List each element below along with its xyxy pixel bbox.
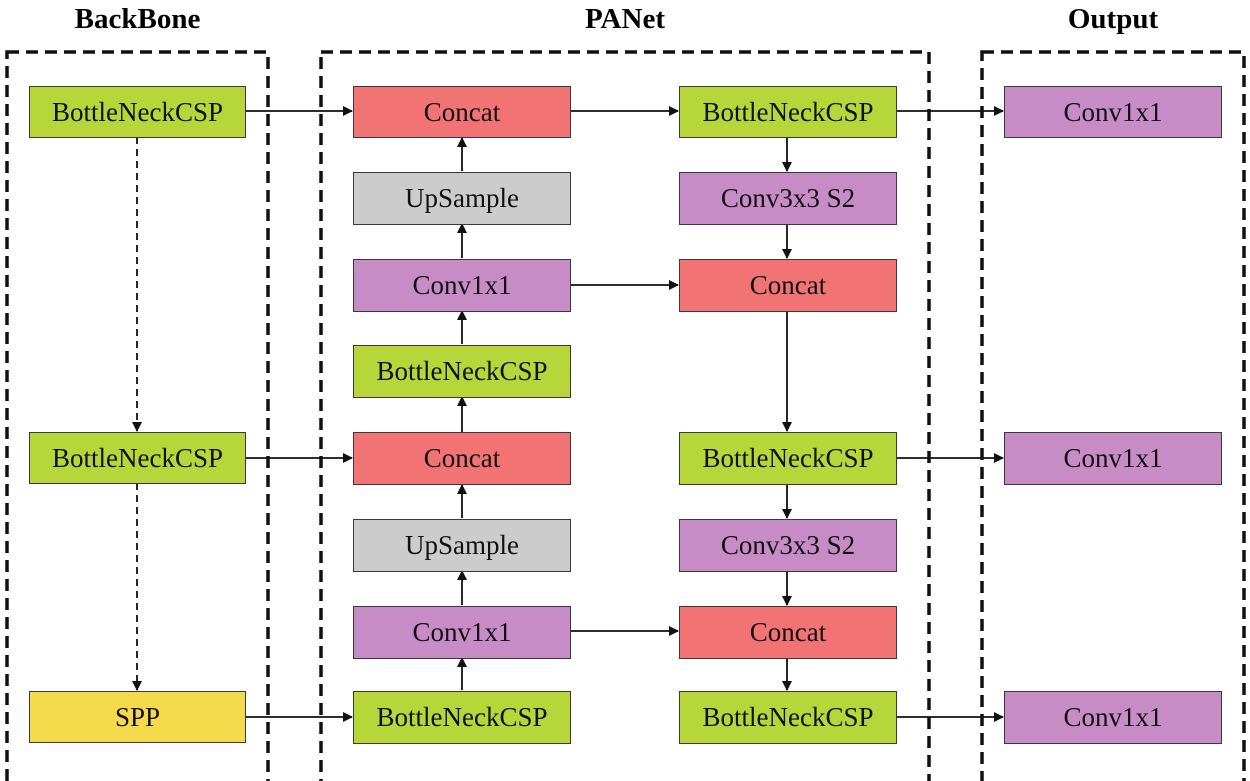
panet-bottleneckcsp-top-right: BottleNeckCSP: [679, 86, 897, 138]
panet-bottleneckcsp-bottom-right: BottleNeckCSP: [679, 691, 897, 744]
output-conv1x1-bottom: Conv1x1: [1004, 691, 1222, 744]
panet-upsample-top: UpSample: [353, 172, 571, 225]
panet-bottleneckcsp-bottom-left: BottleNeckCSP: [353, 691, 571, 744]
panet-bottleneckcsp-mid-left: BottleNeckCSP: [353, 345, 571, 398]
panet-conv1x1-bottom: Conv1x1: [353, 606, 571, 659]
panet-concat-top-right: Concat: [679, 259, 897, 312]
panet-upsample-bottom: UpSample: [353, 519, 571, 572]
panet-concat-top: Concat: [353, 86, 571, 138]
panet-conv3x3-mid: Conv3x3 S2: [679, 519, 897, 572]
panet-frame: [319, 50, 931, 781]
backbone-bottleneckcsp-mid: BottleNeckCSP: [29, 432, 246, 484]
output-conv1x1-mid: Conv1x1: [1004, 432, 1222, 485]
backbone-bottleneckcsp-top: BottleNeckCSP: [29, 86, 246, 138]
output-conv1x1-top: Conv1x1: [1004, 86, 1222, 138]
backbone-spp: SPP: [29, 691, 246, 743]
panet-concat-bottom-right: Concat: [679, 606, 897, 659]
backbone-frame: [5, 50, 270, 781]
output-frame: [980, 50, 1246, 781]
panet-title: PANet: [585, 3, 665, 35]
panet-concat-mid: Concat: [353, 432, 571, 485]
panet-bottleneckcsp-mid-right: BottleNeckCSP: [679, 432, 897, 485]
panet-conv1x1-top: Conv1x1: [353, 259, 571, 312]
output-title: Output: [1067, 3, 1159, 35]
panet-conv3x3-top: Conv3x3 S2: [679, 172, 897, 225]
backbone-title: BackBone: [74, 3, 201, 35]
